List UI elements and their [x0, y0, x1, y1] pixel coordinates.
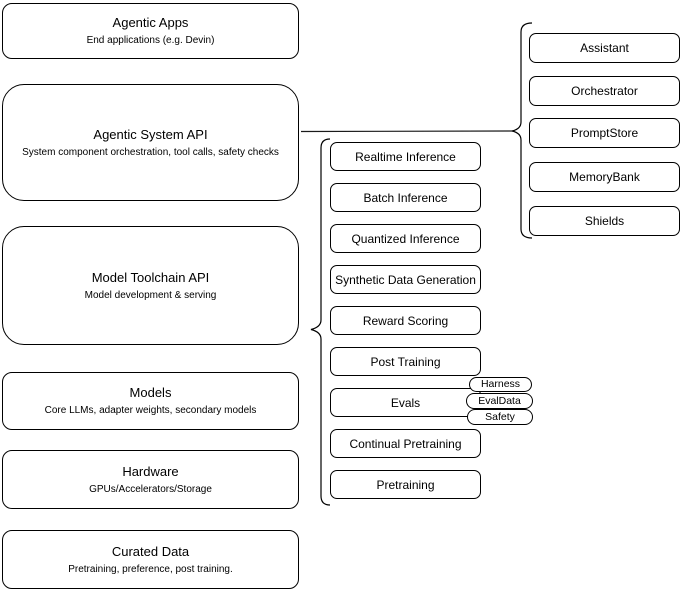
box-label: Continual Pretraining: [349, 436, 462, 451]
box-orchestrator: Orchestrator: [529, 76, 680, 106]
box-label: PromptStore: [570, 126, 639, 140]
box-subtitle: Core LLMs, adapter weights, secondary mo…: [44, 405, 257, 416]
box-subtitle: GPUs/Accelerators/Storage: [89, 483, 212, 495]
toolchain-bracket: [310, 138, 331, 506]
agentic-system-api-connector-line: [300, 130, 513, 133]
box-label: Reward Scoring: [362, 313, 449, 328]
box-model-toolchain-api: Model Toolchain API Model development & …: [2, 226, 299, 345]
box-quantized-inference: Quantized Inference: [330, 224, 481, 253]
pill-evaldata: EvalData: [466, 393, 533, 409]
box-evals: Evals: [330, 388, 481, 417]
box-agentic-system-api: Agentic System API System component orch…: [2, 84, 299, 201]
box-realtime-inference: Realtime Inference: [330, 142, 481, 171]
pill-harness: Harness: [469, 377, 532, 392]
box-subtitle: Pretraining, preference, post training.: [68, 563, 233, 575]
box-synthetic-data-generation: Synthetic Data Generation: [330, 265, 481, 294]
box-pretraining: Pretraining: [330, 470, 481, 499]
box-title: Hardware: [122, 463, 179, 479]
box-title: Model Toolchain API: [91, 269, 210, 285]
box-continual-pretraining: Continual Pretraining: [330, 429, 481, 458]
box-reward-scoring: Reward Scoring: [330, 306, 481, 335]
system-components-bracket: [511, 22, 533, 239]
box-memorybank: MemoryBank: [529, 162, 680, 192]
box-agentic-apps: Agentic Apps End applications (e.g. Devi…: [2, 3, 299, 59]
box-title: Models: [129, 385, 172, 400]
pill-safety: Safety: [467, 409, 533, 425]
box-hardware: Hardware GPUs/Accelerators/Storage: [2, 450, 299, 509]
box-subtitle: System component orchestration, tool cal…: [22, 146, 279, 158]
box-label: Quantized Inference: [351, 231, 460, 246]
box-assistant: Assistant: [529, 33, 680, 63]
box-subtitle: End applications (e.g. Devin): [86, 35, 215, 46]
box-subtitle: Model development & serving: [84, 289, 217, 301]
box-models: Models Core LLMs, adapter weights, secon…: [2, 372, 299, 430]
box-title: Agentic System API: [93, 126, 208, 142]
box-label: MemoryBank: [569, 170, 640, 184]
box-label: Shields: [584, 214, 625, 228]
box-curated-data: Curated Data Pretraining, preference, po…: [2, 530, 299, 589]
pill-label: Harness: [480, 378, 521, 391]
box-batch-inference: Batch Inference: [330, 183, 481, 212]
box-label: Orchestrator: [571, 84, 638, 98]
box-label: Batch Inference: [363, 190, 448, 205]
box-label: Pretraining: [376, 477, 435, 492]
box-label: Realtime Inference: [355, 149, 456, 164]
box-label: Assistant: [580, 41, 629, 55]
box-title: Curated Data: [111, 543, 190, 559]
pill-label: EvalData: [478, 394, 521, 407]
box-label: Evals: [390, 395, 421, 410]
box-label: Post Training: [370, 354, 441, 369]
box-label: Synthetic Data Generation: [335, 272, 476, 287]
pill-label: Safety: [485, 410, 515, 423]
box-promptstore: PromptStore: [529, 118, 680, 148]
box-shields: Shields: [529, 206, 680, 236]
box-post-training: Post Training: [330, 347, 481, 376]
box-title: Agentic Apps: [112, 15, 189, 30]
